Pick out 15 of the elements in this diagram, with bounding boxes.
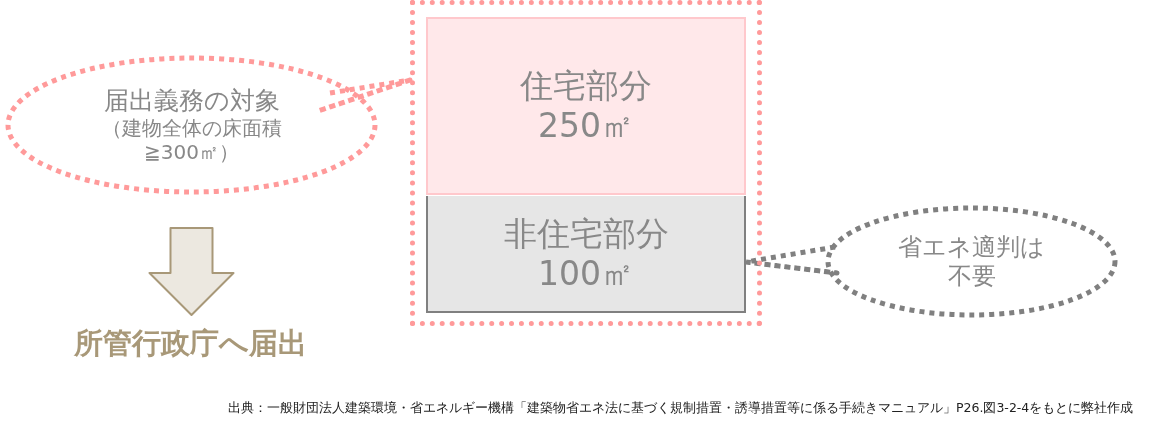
block-arrow [148,227,235,316]
area-text: 届出義務の対象 [103,86,280,116]
area-text: 250㎡ [538,106,634,146]
area-text: 非住宅部分 [503,213,669,254]
speech-bubble [825,205,1118,318]
area-text: 100㎡ [538,253,634,294]
source-note: 出典：一般財団法人建築環境・省エネルギー機構「建築物省エネ法に基づく規制措置・誘導措置等に係る手続きマニュアル」P26.図3-2-4をもとに弊社作成 [228,400,1134,417]
area-box [426,196,746,313]
dotted-frame [410,0,762,326]
action-label: 所管行政庁へ届出 [73,325,307,361]
speech-bubble [5,55,378,195]
area-text: （建物全体の床面積≧300㎡） [100,116,283,164]
area-text: 住宅部分 [520,66,652,106]
area-box [426,17,746,195]
area-text: 省エネ適判は不要 [897,232,1046,291]
